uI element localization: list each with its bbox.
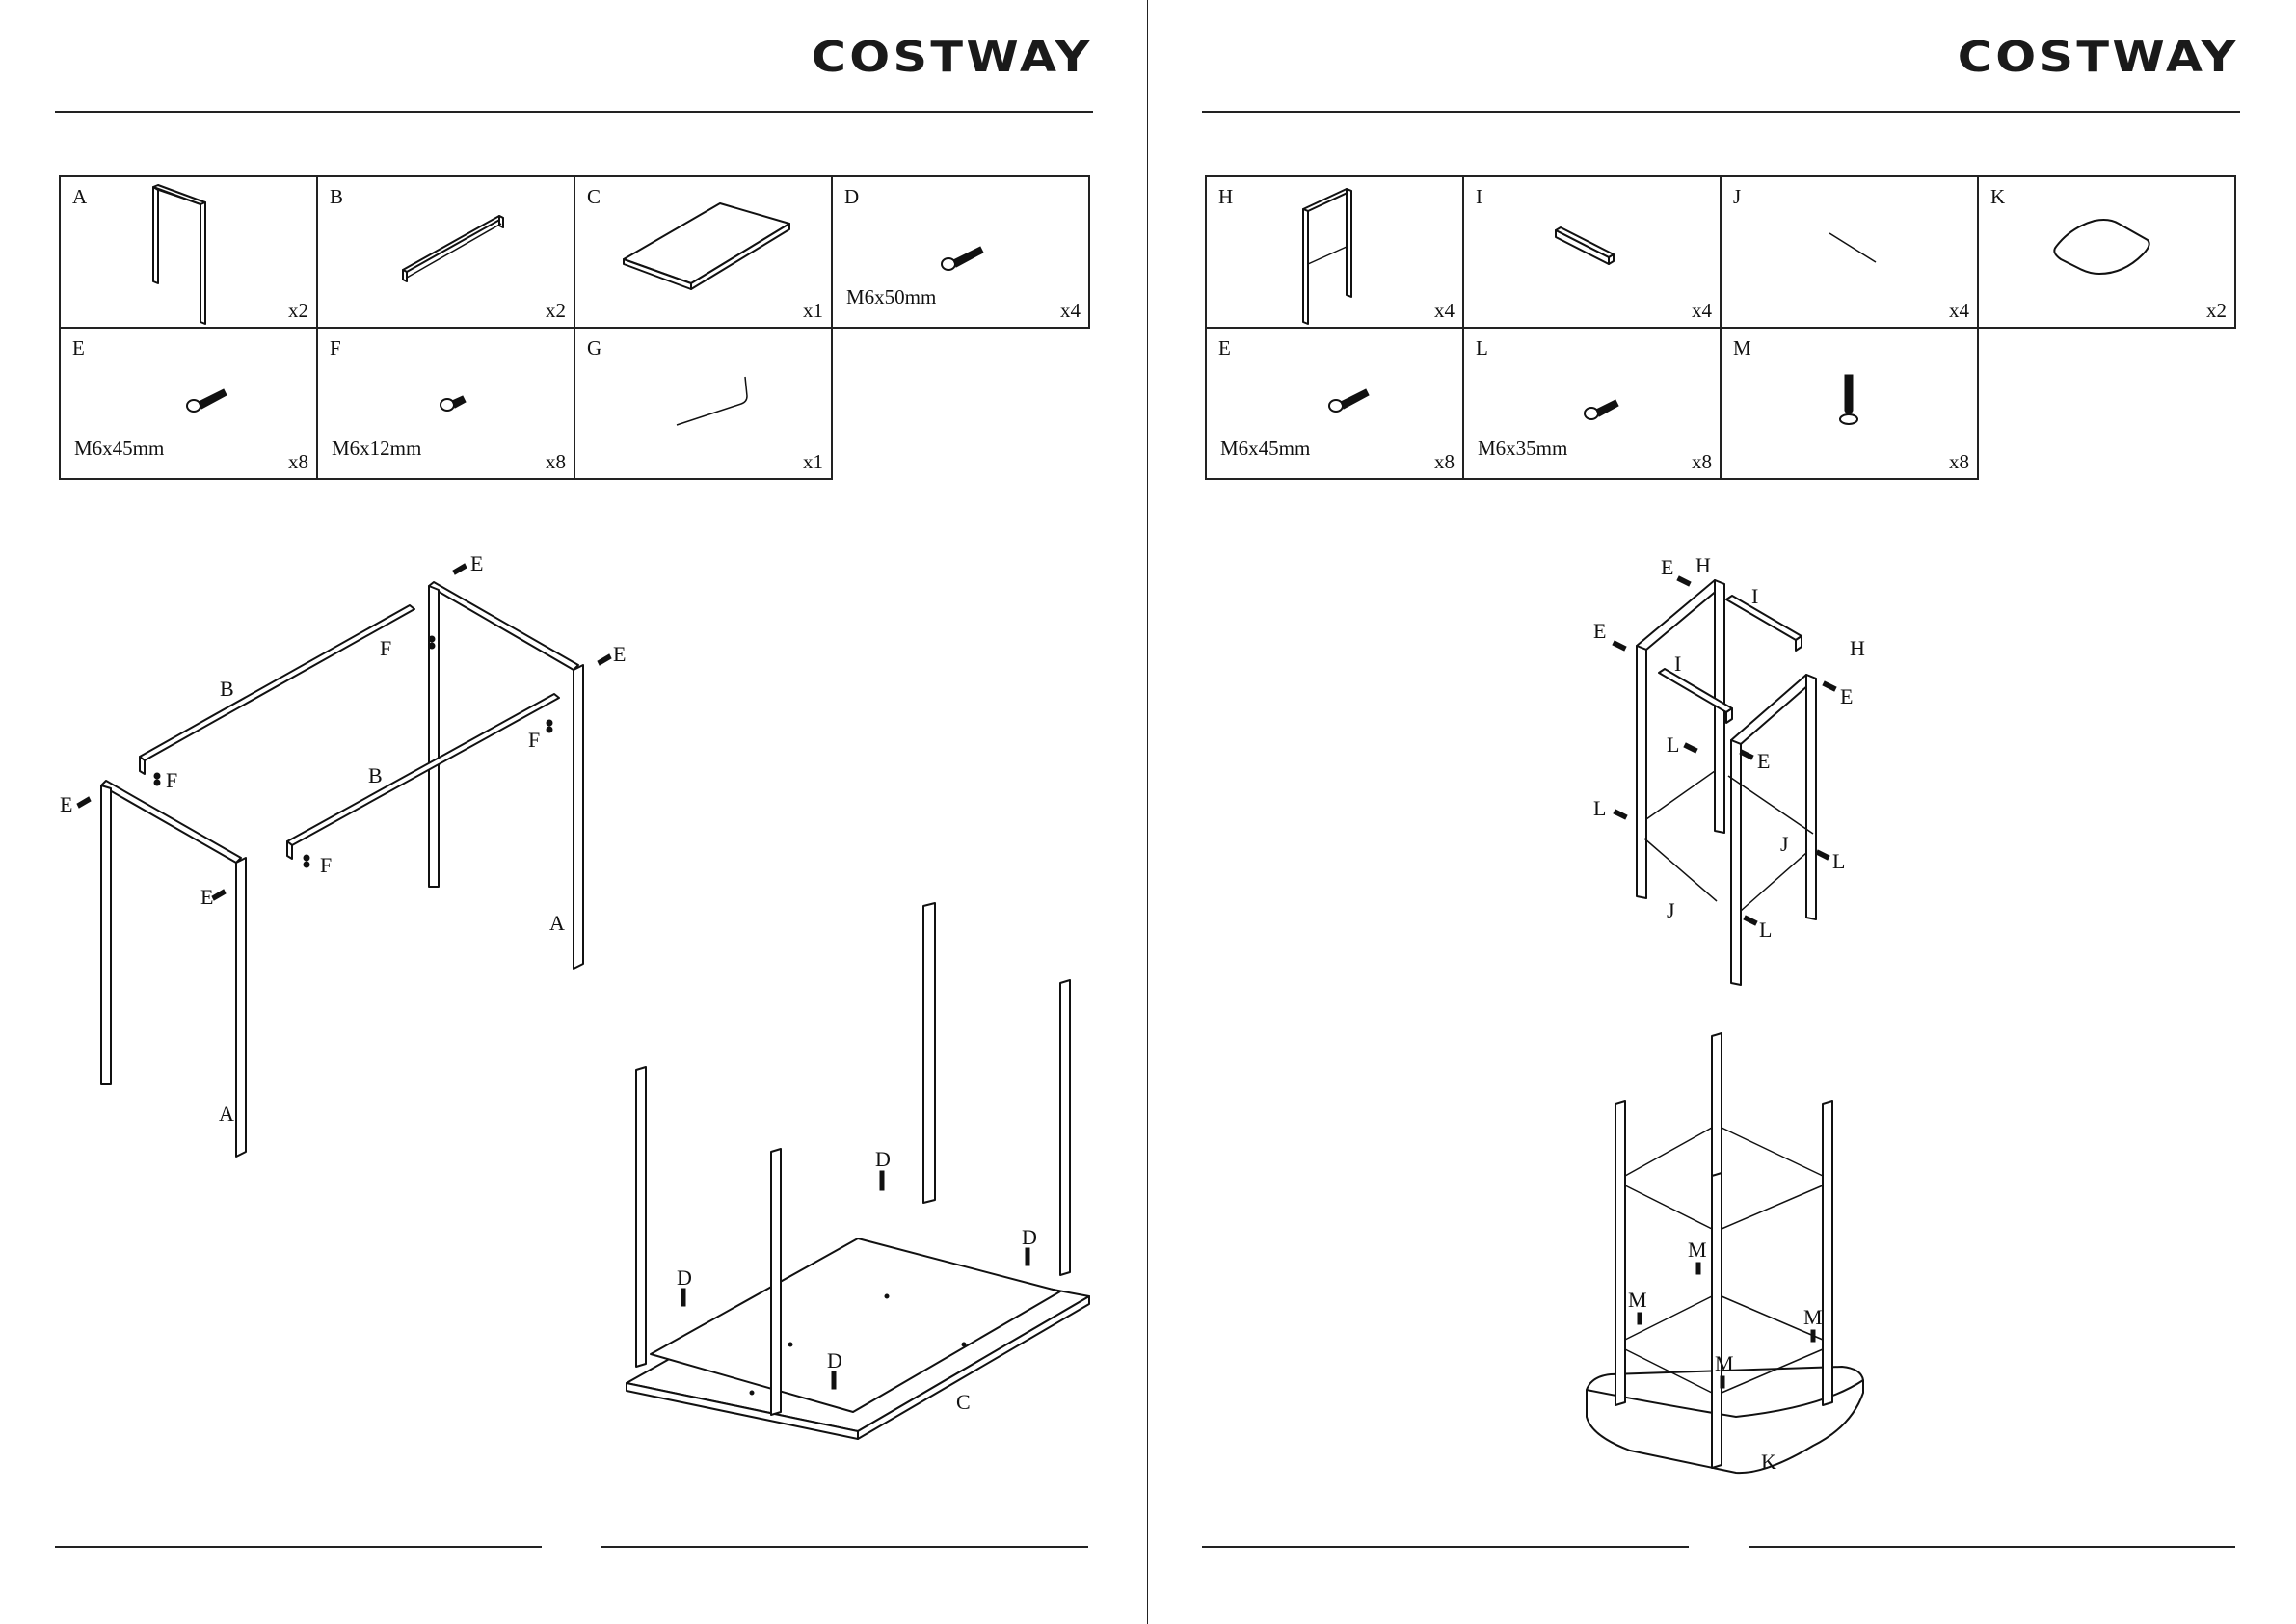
label-E: E (470, 551, 483, 575)
label-F: F (528, 728, 540, 752)
label-H: H (1850, 636, 1865, 660)
footer-rule (1202, 1546, 1689, 1548)
label-E: E (200, 885, 213, 909)
part-cell: J x4 (1721, 176, 1978, 328)
part-cell: E M6x45mm x8 (1206, 328, 1463, 479)
part-cell: E M6x45mm x8 (60, 328, 317, 479)
part-cell: L M6x35mm x8 (1463, 328, 1721, 479)
label-C: C (956, 1390, 971, 1414)
part-size: M6x35mm (1478, 437, 1567, 461)
tabletop-assembly-diagram: D D D D C (617, 892, 1099, 1499)
brand-logo: COSTWAY (1958, 33, 2239, 82)
label-E: E (1661, 555, 1673, 579)
part-qty: x4 (1434, 299, 1455, 323)
part-qty: x1 (803, 299, 823, 323)
part-size: M6x50mm (846, 285, 936, 309)
label-M: M (1628, 1288, 1647, 1312)
part-qty: x4 (1949, 299, 1969, 323)
part-cell: B x2 (317, 176, 574, 328)
label-I: I (1751, 584, 1758, 608)
part-qty: x2 (2206, 299, 2227, 323)
crossbar-icon (318, 177, 574, 327)
label-D: D (677, 1265, 692, 1290)
part-size: M6x12mm (332, 437, 421, 461)
square-bar-icon (1464, 177, 1720, 327)
label-L: L (1759, 918, 1772, 942)
frame-assembly-diagram: E E E E F F F F B B A A (39, 540, 655, 1176)
right-page: COSTWAY H x4 I x4 (1148, 0, 2295, 1624)
part-cell: M x8 (1721, 328, 1978, 479)
header-rule (55, 111, 1093, 113)
label-I: I (1674, 652, 1681, 676)
label-A: A (219, 1102, 234, 1126)
label-F: F (320, 853, 332, 877)
part-qty: x4 (1692, 299, 1712, 323)
part-qty: x8 (546, 450, 566, 474)
label-B: B (368, 763, 383, 787)
footer-rule (601, 1546, 1088, 1548)
part-cell: I x4 (1463, 176, 1721, 328)
allen-key-icon (575, 329, 831, 478)
label-E: E (613, 642, 626, 666)
wood-screw-icon (1722, 329, 1977, 478)
part-qty: x2 (546, 299, 566, 323)
header-rule (1202, 111, 2240, 113)
label-J: J (1667, 898, 1675, 922)
label-F: F (166, 768, 177, 792)
part-cell: K x2 (1978, 176, 2235, 328)
label-M: M (1715, 1351, 1734, 1375)
part-cell: F M6x12mm x8 (317, 328, 574, 479)
label-L: L (1593, 796, 1606, 820)
empty-cell (1978, 328, 2235, 479)
left-page: COSTWAY A x2 B (0, 0, 1147, 1624)
part-cell: A x2 (60, 176, 317, 328)
part-qty: x4 (1060, 299, 1081, 323)
label-H: H (1695, 553, 1711, 577)
parts-table-table: H x4 I x4 J (1205, 175, 2236, 480)
part-qty: x8 (1434, 450, 1455, 474)
label-M: M (1688, 1238, 1707, 1262)
part-cell: D M6x50mm x4 (832, 176, 1089, 328)
part-cell: C x1 (574, 176, 832, 328)
stool-seat-diagram: M M M M K (1572, 1022, 1890, 1504)
stool-frame-icon (1207, 177, 1462, 327)
part-qty: x2 (288, 299, 308, 323)
label-B: B (220, 677, 234, 701)
label-M: M (1803, 1305, 1823, 1329)
label-D: D (827, 1348, 842, 1372)
part-qty: x1 (803, 450, 823, 474)
brand-logo: COSTWAY (812, 33, 1093, 82)
label-E: E (1593, 619, 1606, 643)
part-cell: H x4 (1206, 176, 1463, 328)
label-E: E (1757, 749, 1770, 773)
part-cell: G x1 (574, 328, 832, 479)
part-qty: x8 (1692, 450, 1712, 474)
tabletop-icon (575, 177, 831, 327)
part-size: M6x45mm (1220, 437, 1310, 461)
part-qty: x8 (288, 450, 308, 474)
footer-rule (55, 1546, 542, 1548)
label-F: F (380, 636, 391, 660)
part-qty: x8 (1949, 450, 1969, 474)
label-E: E (60, 792, 72, 816)
seat-icon (1979, 177, 2234, 327)
label-A: A (549, 911, 565, 935)
round-rod-icon (1722, 177, 1977, 327)
stool-frame-diagram: E H I E I H E L E L J L J L (1524, 540, 1929, 993)
part-size: M6x45mm (74, 437, 164, 461)
parts-table-table: A x2 B x2 C (59, 175, 1090, 480)
side-frame-icon (61, 177, 316, 327)
label-D: D (875, 1147, 891, 1171)
footer-rule (1749, 1546, 2235, 1548)
empty-cell (832, 328, 1089, 479)
label-J: J (1780, 832, 1789, 856)
label-L: L (1667, 732, 1679, 757)
label-K: K (1761, 1450, 1776, 1474)
label-L: L (1832, 849, 1845, 873)
label-E: E (1840, 684, 1853, 708)
label-D: D (1022, 1225, 1037, 1249)
